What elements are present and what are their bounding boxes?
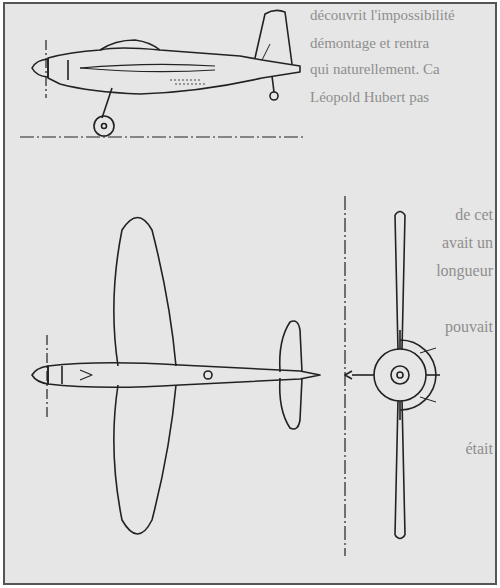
background-text-line: Léopold Hubert pas — [310, 88, 429, 106]
top-view — [32, 218, 320, 535]
background-text-line: longueur — [436, 262, 493, 280]
side-view — [20, 10, 305, 137]
figure-frame — [4, 3, 496, 584]
background-text-line: pouvait — [445, 318, 493, 336]
background-text-line: était — [465, 440, 493, 458]
background-text-line: démontage et rentra — [310, 34, 429, 52]
background-text-line: avait un — [442, 234, 493, 252]
front-view — [345, 196, 440, 556]
background-text-line: de cet — [455, 206, 493, 224]
background-text-line: découvrit l'impossibilité — [310, 6, 455, 24]
background-text-line: qui naturellement. Ca — [310, 60, 440, 78]
